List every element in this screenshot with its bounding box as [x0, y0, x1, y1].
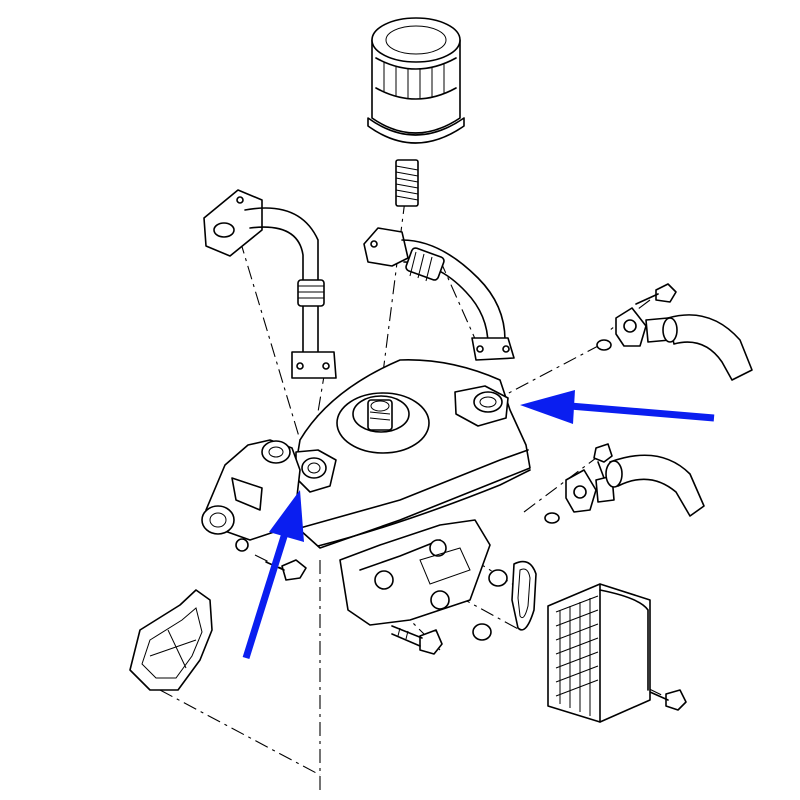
- seal-rings: [472, 560, 537, 641]
- indicator-arrow-upper-right: [520, 390, 715, 424]
- threaded-stud: [395, 159, 419, 207]
- indicator-arrow-head: [269, 490, 304, 542]
- oil-filter-cartridge: [367, 17, 465, 144]
- indicator-arrow-shaft: [242, 528, 290, 660]
- indicator-arrow-head: [520, 390, 575, 424]
- right-hose-fitting: [544, 454, 705, 524]
- hex-bolt-right: [593, 443, 613, 479]
- indicator-arrow-lower-left: [242, 490, 304, 660]
- oil-filter-housing: [201, 359, 531, 626]
- hex-bolt-cooler: [649, 689, 687, 711]
- left-coolant-pipe: [203, 189, 337, 379]
- indicator-arrow-shaft: [569, 402, 715, 422]
- middle-coolant-pipe: [363, 227, 515, 361]
- housing-gasket: [129, 589, 213, 691]
- hex-bolt-upper-right: [635, 283, 677, 305]
- oil-cooler: [547, 583, 651, 723]
- upper-right-hose-fitting: [596, 307, 753, 381]
- hex-bolt-lower-middle: [391, 625, 443, 655]
